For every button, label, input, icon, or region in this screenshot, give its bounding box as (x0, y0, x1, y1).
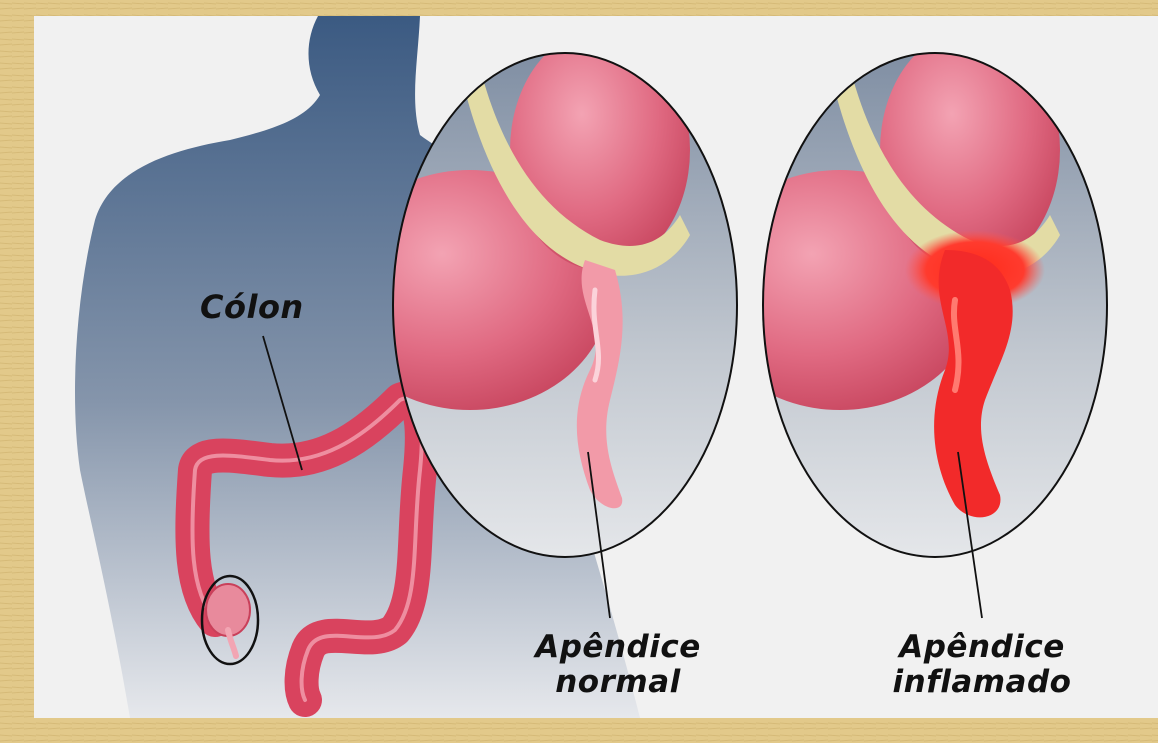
inflamed-label-line2: inflamado (872, 665, 1092, 700)
inflamed-label-line1: Apêndice (872, 630, 1092, 665)
normal-label-line2: normal (518, 665, 718, 700)
inflamed-appendix-label: Apêndice inflamado (872, 630, 1092, 699)
colon-label: Cólon (200, 290, 304, 326)
normal-label-line1: Apêndice (518, 630, 718, 665)
normal-appendix-label: Apêndice normal (518, 630, 718, 699)
colon-label-text: Cólon (200, 290, 304, 326)
